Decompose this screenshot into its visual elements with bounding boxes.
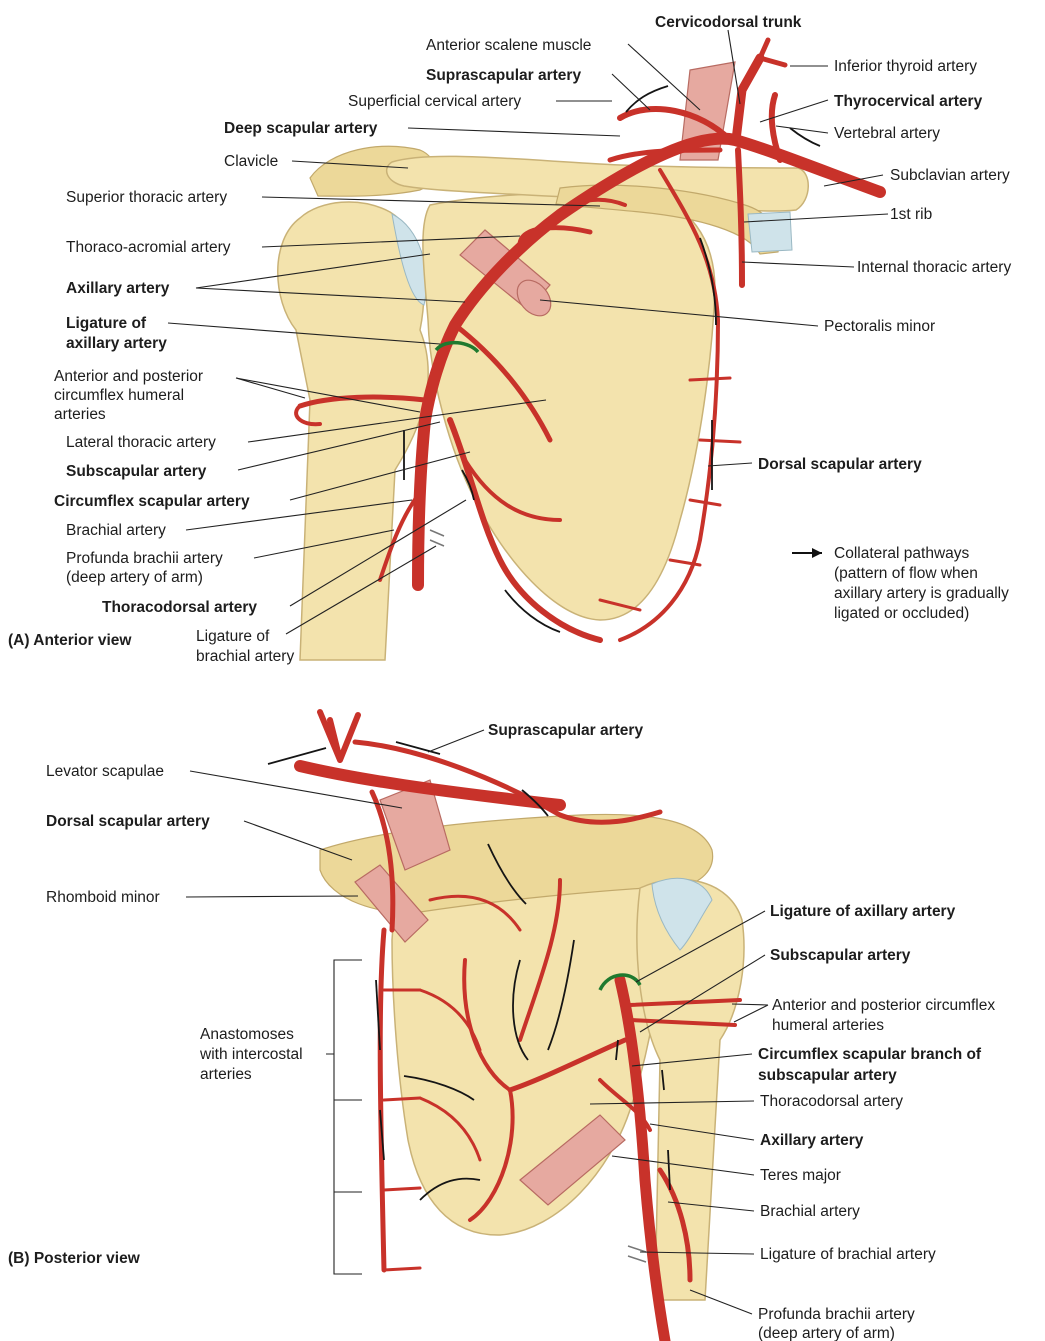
label-b-ligature-axillary: Ligature of axillary artery [770, 903, 956, 920]
label-ligature-axillary-line1: Ligature of [66, 315, 147, 332]
ligature-brachial-b [628, 1246, 646, 1262]
label-clavicle: Clavicle [224, 153, 278, 170]
label-vertebral-artery: Vertebral artery [834, 125, 940, 142]
legend-arrow-icon [812, 548, 822, 558]
legend-line2: (pattern of flow when [834, 565, 978, 582]
label-b-thoracodorsal-artery: Thoracodorsal artery [760, 1093, 903, 1110]
label-profunda-brachii-line2: (deep artery of arm) [66, 569, 203, 586]
caption-posterior-view: (B) Posterior view [8, 1250, 141, 1267]
label-circumflex-humeral-line1: Anterior and posterior [54, 368, 203, 385]
label-b-ligature-brachial: Ligature of brachial artery [760, 1246, 936, 1263]
ligature-brachial-a [430, 530, 444, 546]
label-ligature-brachial-line2: brachial artery [196, 648, 294, 665]
legend-collateral: Collateral pathways (pattern of flow whe… [792, 545, 1009, 622]
label-b-anastomoses-line1: Anastomoses [200, 1026, 294, 1043]
label-b-axillary-artery: Axillary artery [760, 1132, 864, 1149]
label-b-profunda-brachii-line1: Profunda brachii artery [758, 1306, 915, 1323]
label-inferior-thyroid-artery: Inferior thyroid artery [834, 58, 977, 75]
label-internal-thoracic-artery: Internal thoracic artery [857, 259, 1011, 276]
label-circumflex-scapular-artery: Circumflex scapular artery [54, 493, 250, 510]
caption-anterior-view: (A) Anterior view [8, 632, 132, 649]
label-lateral-thoracic-artery: Lateral thoracic artery [66, 434, 216, 451]
label-b-anastomoses-line2: with intercostal [199, 1046, 303, 1063]
label-first-rib: 1st rib [890, 206, 932, 223]
label-b-levator-scapulae: Levator scapulae [46, 763, 164, 780]
label-b-circumflex-humeral-line1: Anterior and posterior circumflex [772, 997, 995, 1014]
label-brachial-artery: Brachial artery [66, 522, 166, 539]
label-b-circumflex-scapular-line1: Circumflex scapular branch of [758, 1046, 982, 1063]
label-b-suprascapular-artery: Suprascapular artery [488, 722, 643, 739]
label-b-brachial-artery: Brachial artery [760, 1203, 860, 1220]
label-b-circumflex-scapular-line2: subscapular artery [758, 1067, 897, 1084]
label-anterior-scalene-muscle: Anterior scalene muscle [426, 37, 591, 54]
label-subscapular-artery: Subscapular artery [66, 463, 207, 480]
label-profunda-brachii-line1: Profunda brachii artery [66, 550, 223, 567]
label-suprascapular-artery: Suprascapular artery [426, 67, 581, 84]
label-b-circumflex-humeral-line2: humeral arteries [772, 1017, 884, 1034]
legend-line4: ligated or occluded) [834, 605, 969, 622]
label-b-anastomoses-line3: arteries [200, 1066, 252, 1083]
label-dorsal-scapular-artery: Dorsal scapular artery [758, 456, 922, 473]
legend-line3: axillary artery is gradually [834, 585, 1009, 602]
label-pectoralis-minor: Pectoralis minor [824, 318, 935, 335]
label-ligature-axillary-line2: axillary artery [66, 335, 167, 352]
label-ligature-brachial-line1: Ligature of [196, 628, 270, 645]
label-superior-thoracic-artery: Superior thoracic artery [66, 189, 227, 206]
label-thoraco-acromial-artery: Thoraco-acromial artery [66, 239, 231, 256]
label-b-profunda-brachii-line2: (deep artery of arm) [758, 1325, 895, 1341]
label-b-teres-major: Teres major [760, 1167, 841, 1184]
label-circumflex-humeral-line2: circumflex humeral [54, 387, 184, 404]
legend-line1: Collateral pathways [834, 545, 970, 562]
label-subclavian-artery: Subclavian artery [890, 167, 1010, 184]
label-thyrocervical-artery: Thyrocervical artery [834, 93, 983, 110]
label-circumflex-humeral-line3: arteries [54, 406, 106, 423]
label-superficial-cervical-artery: Superficial cervical artery [348, 93, 521, 110]
rib-cartilage [748, 212, 792, 252]
label-b-dorsal-scapular-artery: Dorsal scapular artery [46, 813, 210, 830]
label-thoracodorsal-artery: Thoracodorsal artery [102, 599, 257, 616]
label-b-subscapular-artery: Subscapular artery [770, 947, 911, 964]
posterior-view-illustration [268, 712, 744, 1341]
label-deep-scapular-artery: Deep scapular artery [224, 120, 378, 137]
label-cervicodorsal-trunk: Cervicodorsal trunk [655, 14, 802, 31]
label-axillary-artery: Axillary artery [66, 280, 170, 297]
label-b-rhomboid-minor: Rhomboid minor [46, 889, 160, 906]
